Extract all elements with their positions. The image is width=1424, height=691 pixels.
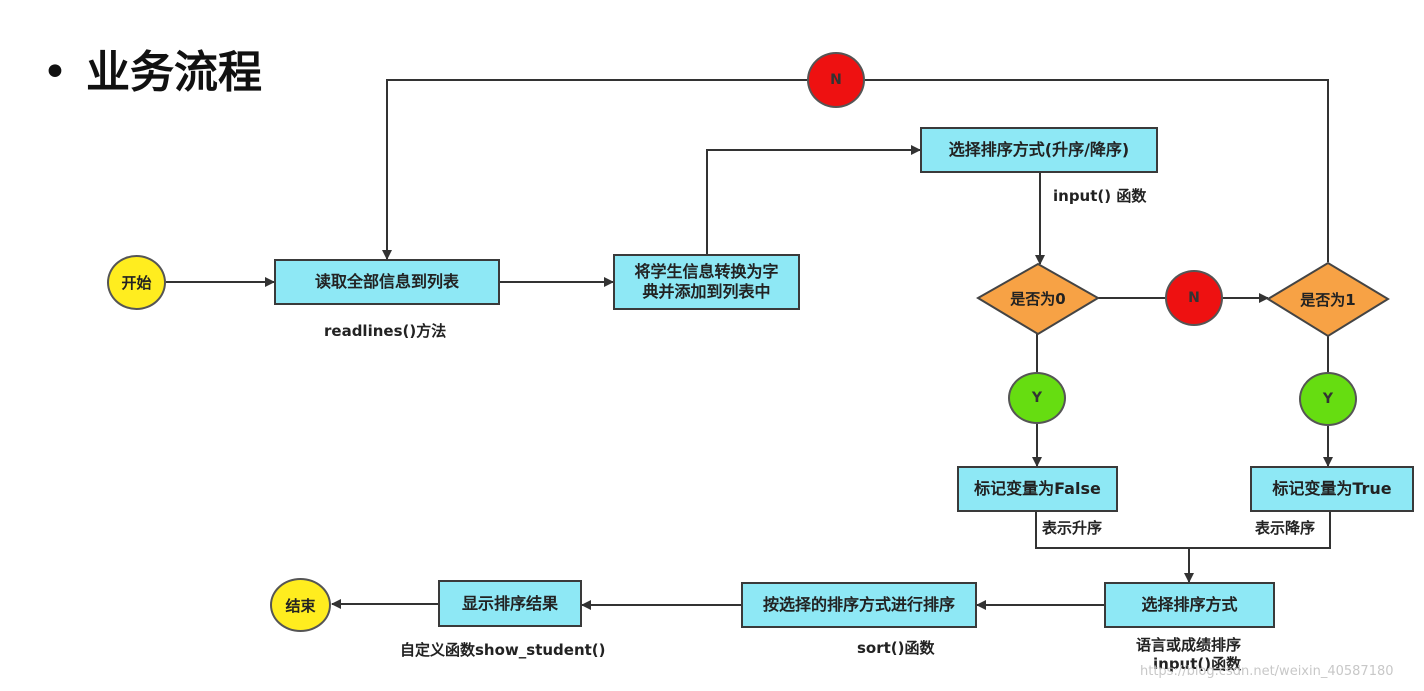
watermark: https://blog.csdn.net/weixin_40587180 xyxy=(1140,664,1394,679)
show-result-box: 显示排序结果 xyxy=(438,580,582,627)
note-lang-or-score: 语言或成绩排序 xyxy=(1136,636,1242,654)
diamond-is-zero xyxy=(976,262,1100,336)
note-readlines: readlines()方法 xyxy=(324,322,447,340)
merge-true xyxy=(1190,512,1331,549)
do-sort-box: 按选择的排序方式进行排序 xyxy=(741,582,977,628)
title-text: 业务流程 xyxy=(85,47,262,98)
no-marker-mid: N xyxy=(1165,270,1223,326)
flag-true-box: 标记变量为True xyxy=(1250,466,1414,512)
note-custom-fn: 自定义函数show_student() xyxy=(400,641,606,659)
start-node: 开始 xyxy=(107,255,166,310)
page-title: • 业务流程 xyxy=(42,36,262,100)
arrow-dict-to-choose xyxy=(706,145,921,254)
choose-mode-box: 选择排序方式 xyxy=(1104,582,1275,628)
to-dict-box: 将学生信息转换为字典并添加到列表中 xyxy=(613,254,800,310)
is-zero-label: 是否为0 xyxy=(1010,289,1066,308)
no-marker-top: N xyxy=(807,52,865,108)
flag-false-box: 标记变量为False xyxy=(957,466,1118,512)
is-one-label: 是否为1 xyxy=(1300,290,1356,309)
merge-false xyxy=(1035,512,1190,549)
note-desc: 表示降序 xyxy=(1255,519,1316,537)
read-all-box: 读取全部信息到列表 xyxy=(274,259,500,305)
note-sort-fn: sort()函数 xyxy=(857,639,935,657)
note-input-fn2: input()函数 xyxy=(1153,655,1242,673)
yes-marker-left: Y xyxy=(1008,372,1066,424)
note-asc: 表示升序 xyxy=(1042,519,1103,537)
end-node: 结束 xyxy=(270,578,331,632)
title-bullet: • xyxy=(42,47,68,98)
arrow-loop-to-read xyxy=(382,79,807,260)
yes-marker-right: Y xyxy=(1299,372,1357,426)
choose-order-box: 选择排序方式(升序/降序) xyxy=(920,127,1158,173)
diamond-is-one xyxy=(1266,261,1390,338)
arrow-one-loop-back xyxy=(865,79,1329,262)
note-input-fn: input() 函数 xyxy=(1053,187,1147,205)
